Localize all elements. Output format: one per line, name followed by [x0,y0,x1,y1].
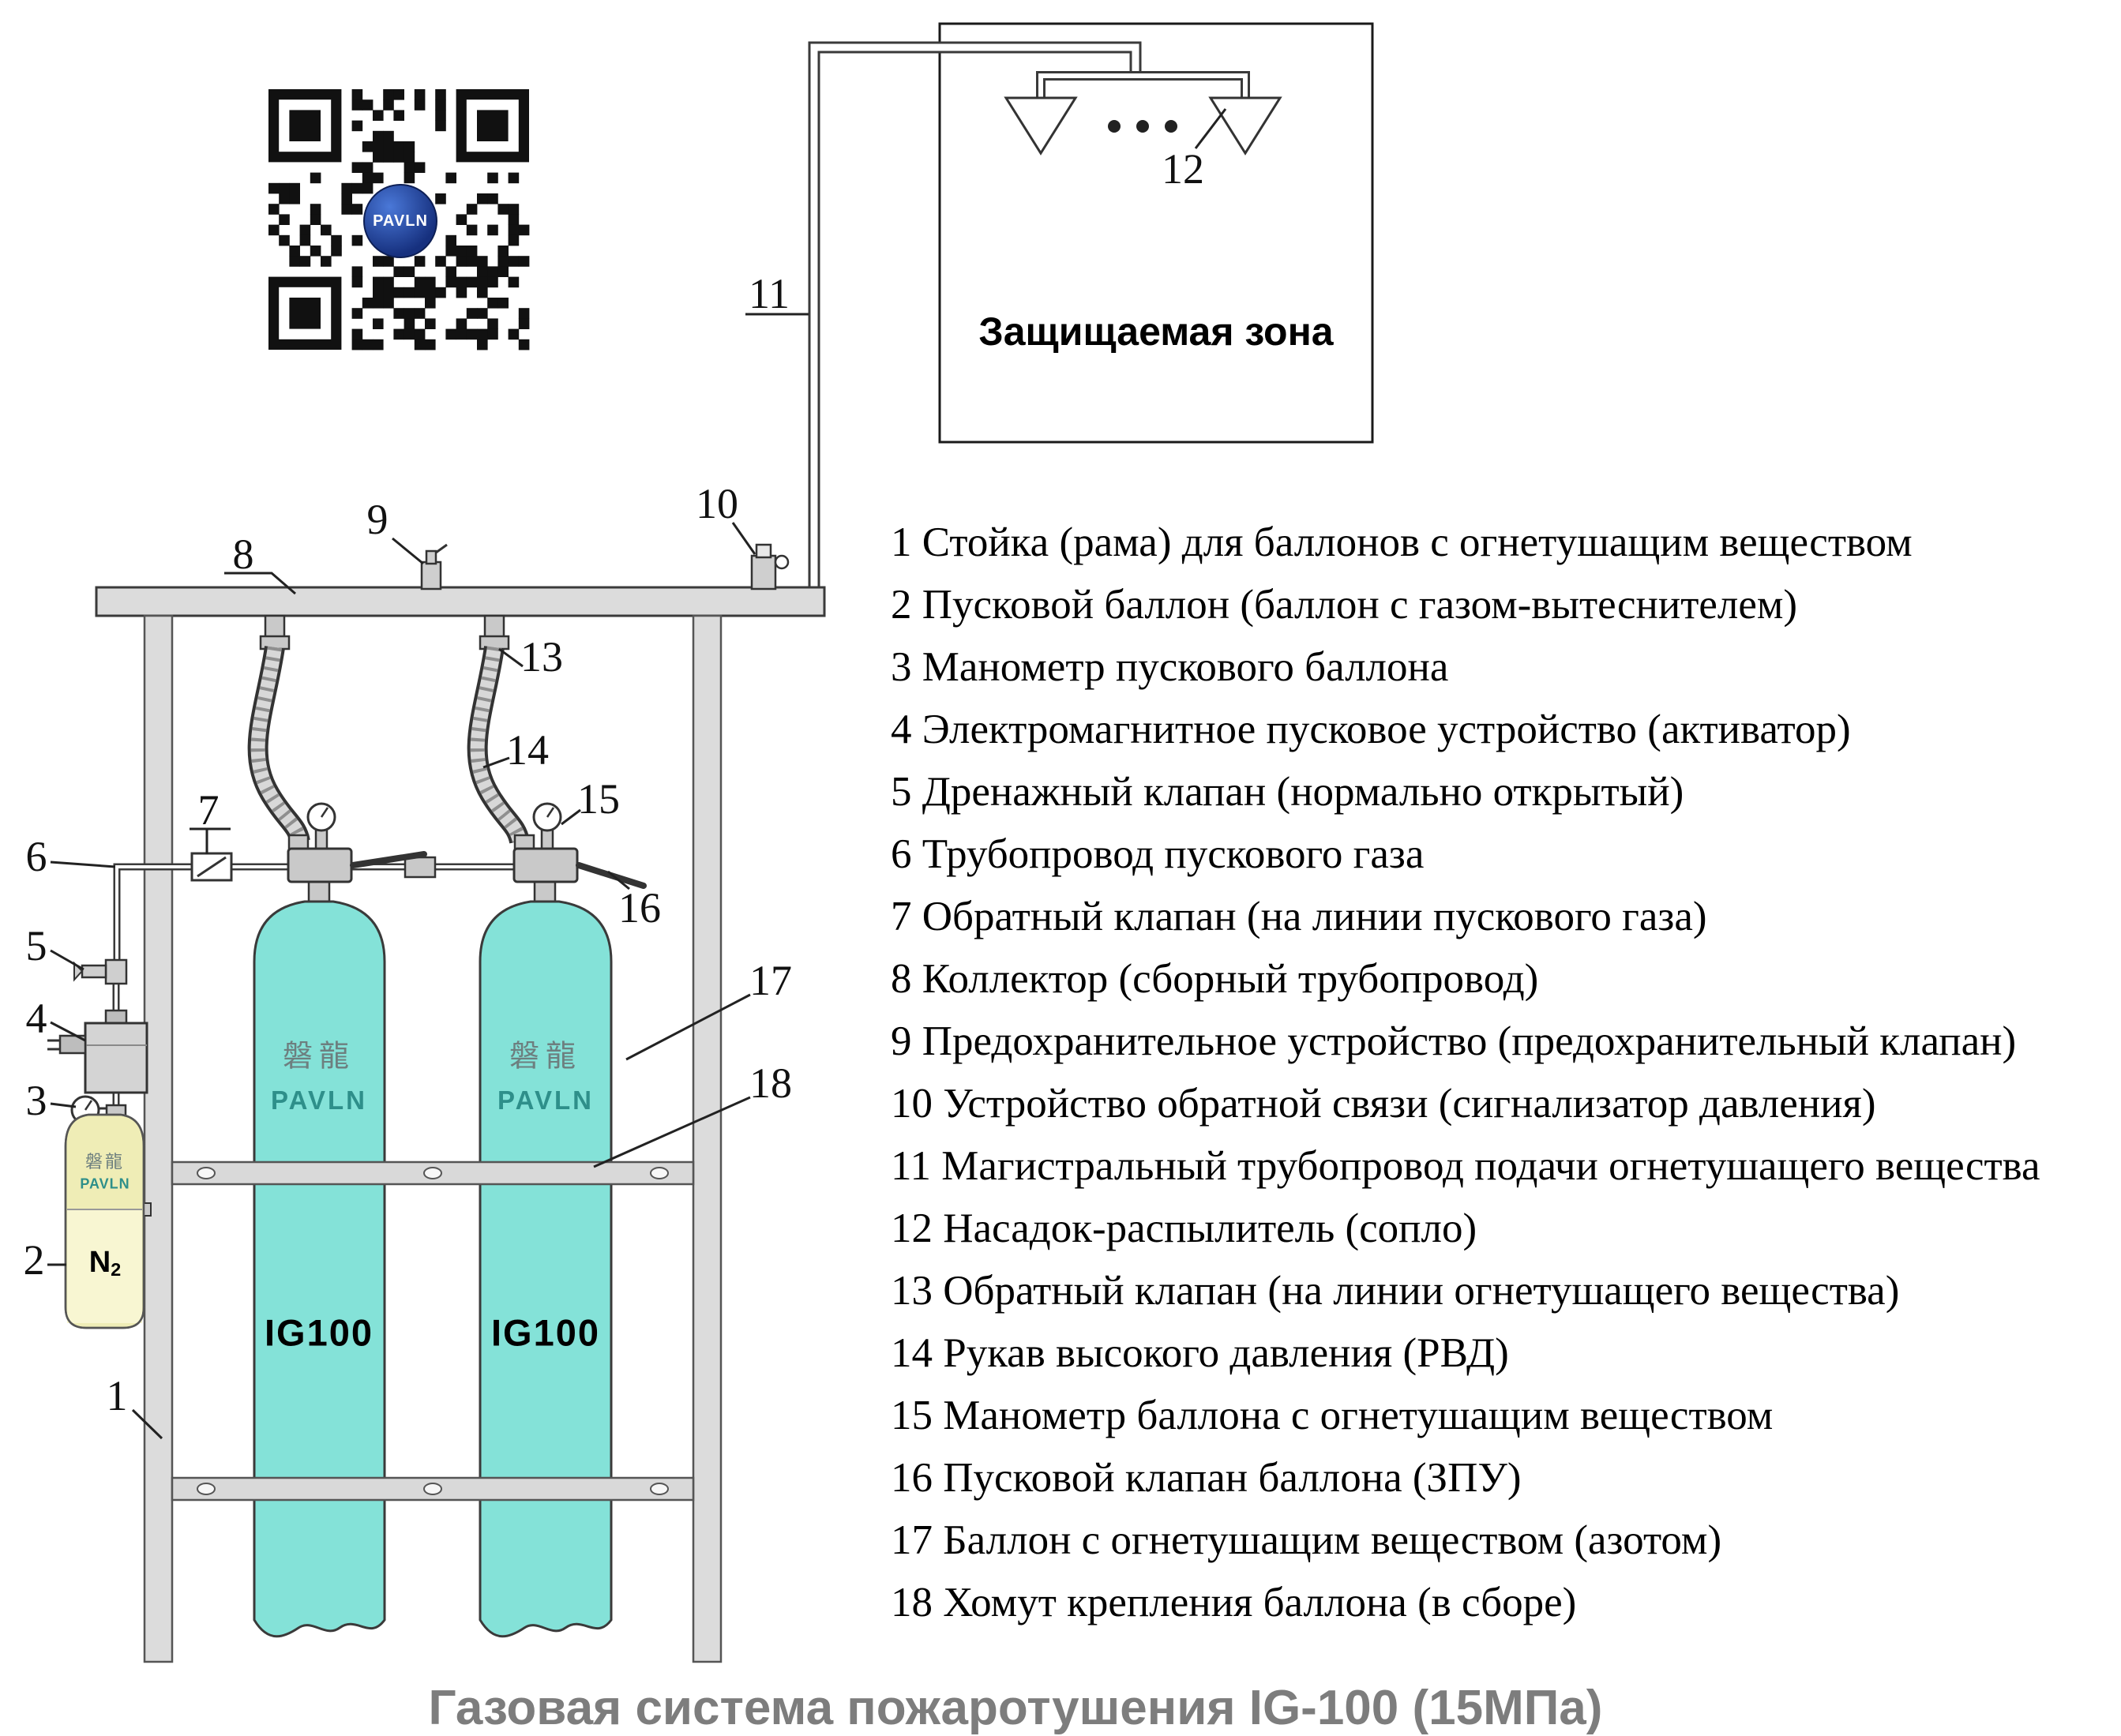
callout-18: 18 [749,1059,792,1107]
pilot-gas-label: N2 [89,1246,122,1280]
check-valve-icon [190,852,233,882]
valve-lever-icon [350,851,427,868]
legend-list: 1 Стойка (рама) для баллонов с огнетушащ… [891,512,2040,1634]
legend-item: 14 Рукав высокого давления (РВД) [891,1330,1509,1376]
pilot-gas-symbol: N [88,1245,111,1279]
legend-item: 8 Коллектор (сборный трубопровод) [891,956,1539,1002]
nozzle-manifold [1004,71,1282,156]
agent-cylinder [253,900,613,1638]
ellipsis-dot [1136,120,1149,133]
callout-2: 2 [23,1236,45,1284]
nozzle-icon [1004,96,1078,156]
safety-valve-icon [420,543,448,591]
hose-fitting [259,614,510,651]
nozzle-icon [1208,96,1282,156]
pilot-cylinder [64,1113,152,1329]
cylinder-valve [287,802,427,883]
collector-pipe [95,586,826,617]
qr-logo-badge: PAVLN [363,184,437,258]
qr-finder-pattern [268,89,529,350]
legend-item: 9 Предохранительное устройство (предохра… [891,1018,2017,1064]
legend-item: 2 Пусковой баллон (баллон с газом-вытесн… [891,582,1798,628]
callout-15: 15 [577,775,620,823]
callout-4: 4 [25,995,47,1042]
callout-6: 6 [25,833,47,880]
legend-item: 11 Магистральный трубопровод подачи огне… [891,1143,2040,1189]
callout-12: 12 [1162,145,1204,193]
callout-3: 3 [25,1077,47,1124]
qr-logo-text: PAVLN [373,212,428,230]
legend-item: 10 Устройство обратной связи (сигнализат… [891,1081,1876,1127]
cylinder1-brand-latin: PAVLN [271,1085,367,1115]
callout-1: 1 [106,1372,128,1419]
legend-item: 5 Дренажный клапан (нормально открытый) [891,769,1684,815]
pilot-brand-cjk: 磐龍 [84,1152,126,1172]
callout-13: 13 [520,633,563,681]
pipe-fitting [404,856,437,879]
protected-zone-label: Защищаемая зона [978,309,1334,354]
main-supply-pipe [808,41,1142,594]
callout-5: 5 [25,922,47,969]
clamp-bar [171,1160,695,1186]
cylinder1-model: IG100 [264,1311,374,1354]
legend-item: 18 Хомут крепления баллона (в сборе) [891,1580,1577,1625]
callout-16: 16 [618,884,661,932]
legend-item: 17 Баллон с огнетушащим веществом (азото… [891,1517,1722,1563]
legend-item: 15 Манометр баллона с огнетушащим вещест… [891,1393,1774,1438]
clamp-bar [171,1476,695,1502]
high-pressure-hose [247,646,530,845]
callout-9: 9 [366,496,389,543]
cylinder1-brand-cjk: 磐龍 [282,1040,356,1074]
protected-zone-box [938,22,1374,444]
ellipsis-dot [1108,120,1121,133]
pilot-brand-latin: PAVLN [80,1175,130,1192]
legend-item: 3 Манометр пускового баллона [891,644,1449,690]
qr-code [268,89,530,351]
frame-rails [143,614,723,1663]
cylinder2-brand-cjk: 磐龍 [509,1040,583,1074]
actuator-icon [47,1009,148,1094]
callout-10: 10 [696,480,738,527]
legend-item: 1 Стойка (рама) для баллонов с огнетушащ… [891,519,1913,565]
callout-17: 17 [749,957,792,1004]
legend-item: 13 Обратный клапан (на линии огнетушащег… [891,1268,1900,1314]
legend-item: 16 Пусковой клапан баллона (ЗПУ) [891,1455,1522,1501]
callout-8: 8 [232,531,254,578]
legend-item: 6 Трубопровод пускового газа [891,831,1425,877]
callout-11: 11 [749,270,790,317]
leader-lines [47,108,1227,1440]
ellipsis-dot [1165,120,1177,133]
legend-item: 7 Обратный клапан (на линии пускового га… [891,894,1707,939]
caption-title: Газовая система пожаротушения IG-100 (15… [428,1681,1603,1735]
pilot-gas-subscript: 2 [111,1259,122,1280]
cylinder2-brand-latin: PAVLN [497,1085,594,1115]
callout-7: 7 [197,786,220,834]
pressure-switch-icon [750,543,790,591]
legend-item: 12 Насадок-распылитель (сопло) [891,1205,1477,1251]
cylinder-valve [512,802,647,889]
legend-item: 4 Электромагнитное пусковое устройство (… [891,707,1851,752]
callout-14: 14 [506,726,549,774]
cylinder2-model: IG100 [490,1311,601,1354]
drain-valve-icon [73,958,128,985]
